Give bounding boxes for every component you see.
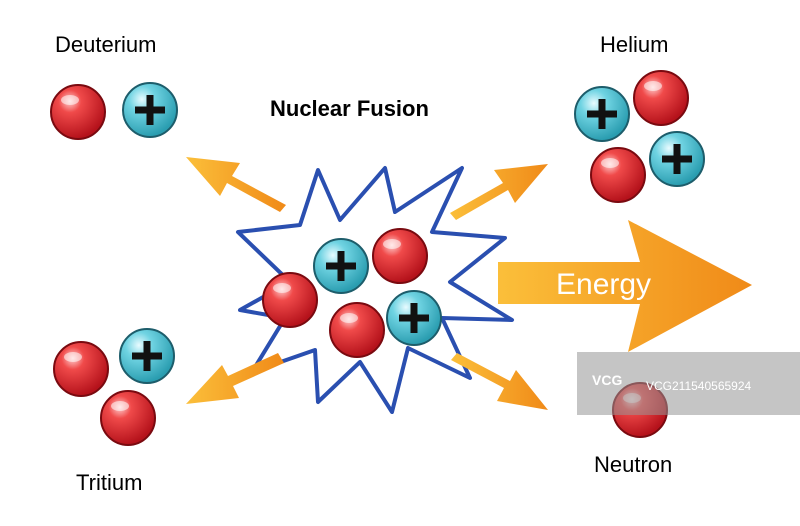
center-neutron-1: [372, 228, 428, 284]
arrow-to-deuterium: [186, 157, 286, 212]
helium-proton-1: [574, 86, 630, 142]
helium-proton-2: [649, 131, 705, 187]
tritium-neutron-1: [53, 341, 109, 397]
label-energy: Energy: [556, 268, 652, 301]
arrow-to-helium: [450, 164, 548, 220]
center-neutron-2: [262, 272, 318, 328]
watermark-id: VCG211540565924: [646, 379, 752, 393]
watermark-logo: VCG: [592, 372, 623, 388]
arrow-to-tritium: [186, 353, 284, 404]
center-neutron-3: [329, 302, 385, 358]
deuterium-proton: [122, 82, 178, 138]
watermark-box: [577, 352, 800, 415]
energy-arrow: [498, 220, 752, 352]
tritium-proton: [119, 328, 175, 384]
label-tritium: Tritium: [76, 470, 143, 495]
label-deuterium: Deuterium: [55, 32, 157, 57]
diagram-title: Nuclear Fusion: [270, 96, 429, 121]
arrow-to-neutron: [451, 353, 548, 410]
center-proton-2: [386, 290, 442, 346]
label-helium: Helium: [600, 32, 669, 57]
label-neutron: Neutron: [594, 452, 673, 477]
tritium-neutron-2: [100, 390, 156, 446]
helium-neutron-1: [633, 70, 689, 126]
center-proton-1: [313, 238, 369, 294]
deuterium-neutron: [50, 84, 106, 140]
helium-neutron-2: [590, 147, 646, 203]
